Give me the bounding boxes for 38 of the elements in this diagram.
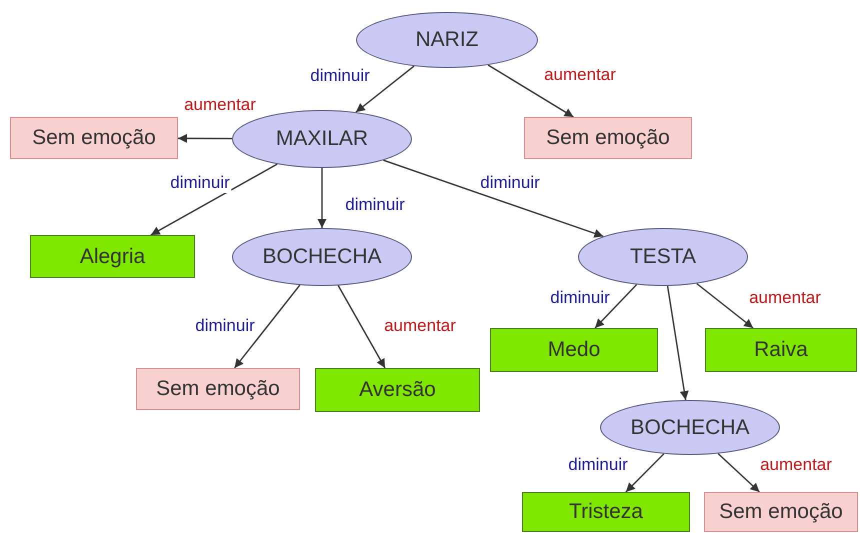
arrow — [625, 453, 664, 492]
arrow — [150, 164, 278, 236]
arrow — [488, 64, 574, 118]
arrow — [383, 160, 604, 238]
edge-label: diminuir — [169, 173, 231, 193]
node-label: BOCHECHA — [630, 416, 750, 440]
edge-label: diminuir — [479, 173, 541, 193]
arrow — [594, 284, 638, 328]
no-emotion-box — [136, 368, 300, 410]
arrow — [178, 134, 232, 143]
node-label: Alegria — [80, 244, 146, 268]
node-label: NARIZ — [416, 28, 478, 52]
no-emotion-box — [704, 492, 858, 532]
arrow — [338, 285, 386, 368]
node-label: Aversão — [359, 378, 436, 402]
no-emotion-box — [524, 117, 692, 159]
node-label: Sem emoção — [546, 126, 670, 150]
arrow — [318, 168, 326, 228]
node-label: Sem emoção — [719, 500, 843, 524]
node-label: Medo — [548, 338, 600, 362]
no-emotion-box — [10, 117, 178, 159]
node-label: Sem emoção — [32, 126, 156, 150]
node-label: Sem emoção — [156, 377, 280, 401]
arrow — [355, 66, 414, 113]
node-label: Raiva — [754, 338, 808, 362]
emotion-box — [522, 492, 690, 532]
arrow — [718, 453, 760, 493]
node-label: Tristeza — [569, 500, 643, 524]
arrow — [696, 283, 754, 329]
arrow — [234, 284, 300, 368]
emotion-box — [705, 328, 857, 372]
emotion-box — [30, 235, 195, 278]
node-label: MAXILAR — [276, 127, 368, 151]
emotion-box — [315, 368, 480, 412]
emotion-box — [490, 328, 658, 372]
node-label: BOCHECHA — [262, 245, 382, 269]
arrow — [666, 286, 689, 400]
node-label: TESTA — [630, 245, 696, 269]
